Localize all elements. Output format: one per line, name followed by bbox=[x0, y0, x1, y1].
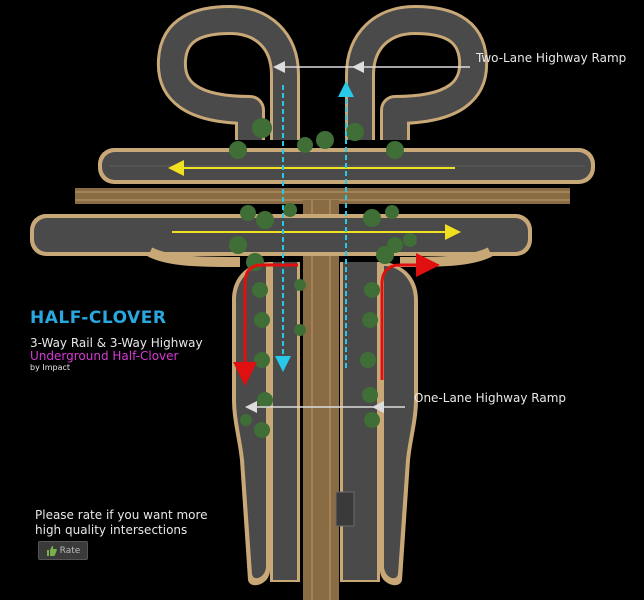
rate-button[interactable]: Rate bbox=[38, 541, 88, 560]
trees bbox=[229, 118, 417, 438]
traffic-arrows bbox=[168, 81, 461, 386]
lower-highway bbox=[30, 214, 532, 267]
intersection-title: HALF-CLOVER bbox=[30, 308, 167, 328]
intersection-subtitle-highlight: Underground Half-Clover bbox=[30, 349, 179, 363]
red-arrow-right bbox=[380, 253, 440, 380]
two-lane-ramp-label: Two-Lane Highway Ramp bbox=[476, 51, 627, 65]
thumbs-up-icon bbox=[46, 545, 57, 556]
author-credit: by Impact bbox=[30, 363, 71, 372]
rate-prompt: Please rate if you want more high qualit… bbox=[35, 508, 208, 537]
one-lane-ramp-label: One-Lane Highway Ramp bbox=[414, 391, 567, 405]
callout-lines bbox=[245, 61, 470, 413]
loop-ramps bbox=[156, 5, 489, 140]
red-arrow-left bbox=[233, 263, 298, 386]
rate-button-label: Rate bbox=[59, 545, 81, 556]
rail-line bbox=[75, 188, 570, 600]
intersection-subtitle: 3-Way Rail & 3-Way Highway bbox=[30, 336, 203, 350]
